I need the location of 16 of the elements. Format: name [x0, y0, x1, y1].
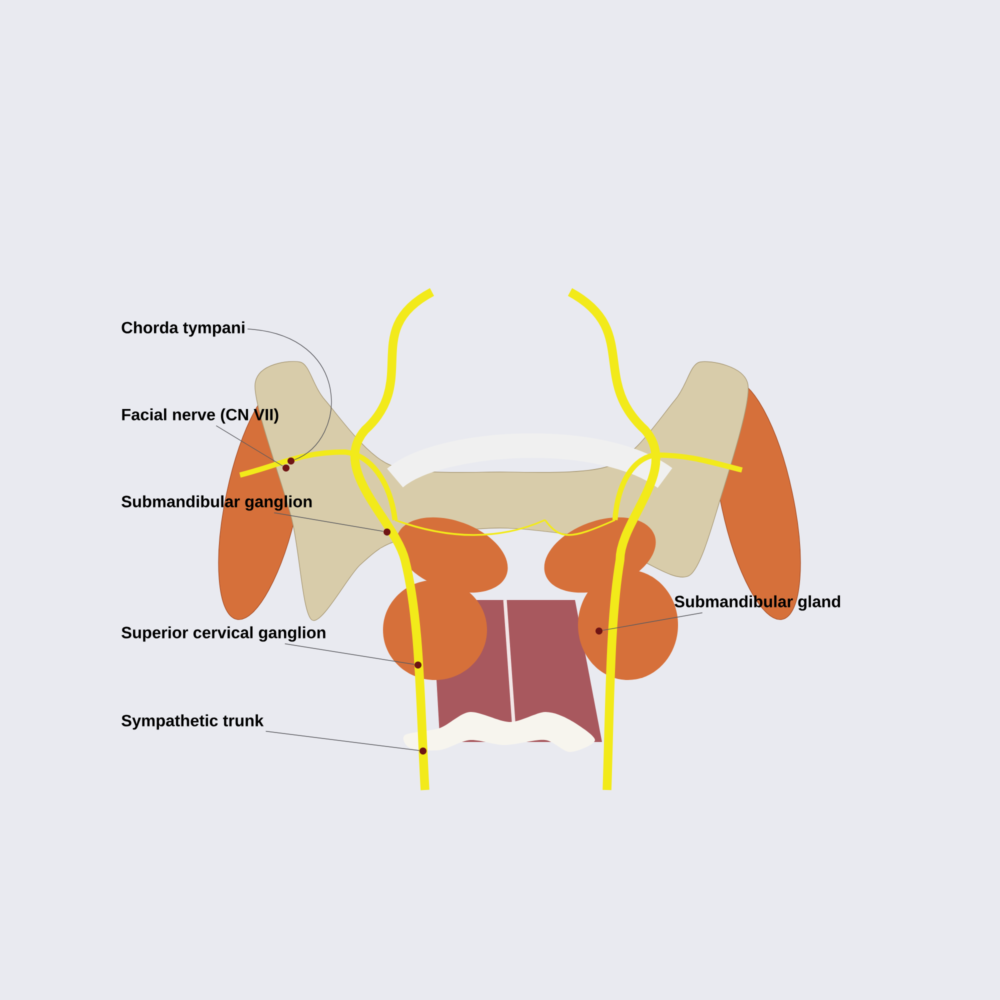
- structure-label: Chorda tympani: [122, 321, 244, 337]
- pin-dot: [384, 528, 391, 536]
- pin-dot: [288, 458, 295, 465]
- pin-dot: [596, 628, 603, 635]
- structure-label: Sympathetic trunk: [122, 714, 264, 730]
- pin-dot: [282, 464, 290, 472]
- pin-dot: [414, 662, 422, 669]
- structure-label: Superior cervical ganglion: [122, 626, 326, 642]
- leader-line: [274, 512, 384, 532]
- leader-line: [284, 643, 415, 665]
- structure-label: Facial nerve (CN VII): [122, 408, 278, 424]
- leader-line: [602, 612, 703, 631]
- leader-line: [265, 730, 420, 751]
- leader-line: [216, 425, 284, 466]
- pin-dot: [420, 748, 427, 755]
- leader-line: [247, 328, 332, 460]
